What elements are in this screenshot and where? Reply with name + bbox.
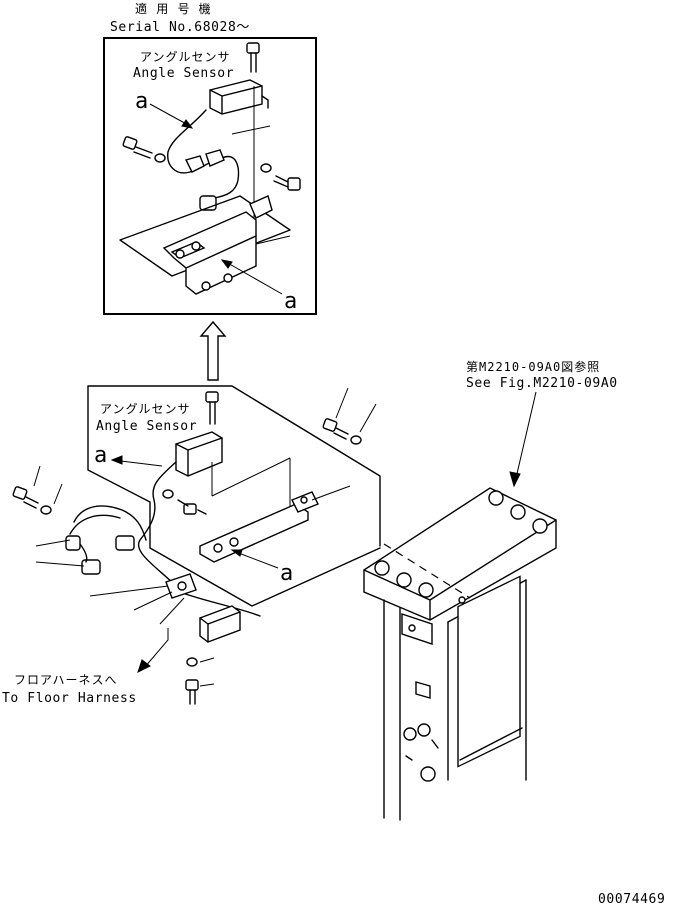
main-top-bolt xyxy=(205,391,219,425)
detail-top-bolt xyxy=(246,42,260,73)
detail-callout-a-upper: a xyxy=(135,89,148,114)
detail-sensor-label-jp: アングルセンサ xyxy=(140,50,231,64)
applicable-serial-number: Serial No.68028～ xyxy=(110,20,250,35)
main-bracket xyxy=(199,491,319,563)
main-sensor-cable xyxy=(137,461,177,587)
detail-angle-sensor xyxy=(209,79,269,115)
reference-label-jp: 第M2210-09A0図参照 xyxy=(466,359,600,374)
detail-sensor-label-en: Angle Sensor xyxy=(133,66,234,81)
detail-leader-a-lower xyxy=(225,261,283,295)
detail-sensor-cable xyxy=(167,109,240,199)
harness-bolt xyxy=(185,657,199,705)
detail-connector xyxy=(184,149,225,211)
main-clamp xyxy=(165,573,197,599)
detail-view-frame xyxy=(103,37,317,315)
main-callout-a-lower: a xyxy=(280,561,293,586)
detail-leader-a-upper xyxy=(149,103,191,127)
console-top-plate xyxy=(363,487,557,621)
harness-label-jp: フロアハーネスへ xyxy=(14,673,118,687)
reference-leader xyxy=(515,391,537,479)
detail-left-bolt xyxy=(122,136,166,163)
harness-connector xyxy=(199,605,241,643)
reference-label-en: See Fig.M2210-09A0 xyxy=(466,376,618,391)
main-leader-a-lower xyxy=(235,551,279,569)
console-dashed-edge xyxy=(383,543,471,599)
console-panel xyxy=(457,575,521,768)
detail-view: アングルセンサ Angle Sensor a xyxy=(103,37,317,315)
main-callout-a-left: a xyxy=(94,443,107,468)
applicable-serial-jp: 適 用 号 機 xyxy=(135,1,212,16)
harness-label-en: To Floor Harness xyxy=(2,691,137,706)
main-connector xyxy=(65,535,135,575)
console-column xyxy=(363,487,557,821)
detail-callout-a-lower: a xyxy=(284,289,297,314)
harness-leader xyxy=(143,628,169,669)
main-upper-right-bolt xyxy=(322,418,362,445)
drawing-number: 00074469 xyxy=(598,892,665,907)
main-view: アングルセンサ Angle Sensor a xyxy=(2,385,381,706)
main-left-bolt xyxy=(12,486,52,515)
detail-bracket xyxy=(162,195,273,295)
detail-right-bolt xyxy=(260,163,301,191)
main-sensor-label-jp: アングルセンサ xyxy=(100,402,191,416)
detail-mounting-plate xyxy=(119,195,291,277)
main-middle-bolt xyxy=(162,489,207,515)
view-direction-arrow xyxy=(199,320,227,381)
main-sensor-label-en: Angle Sensor xyxy=(96,419,197,434)
main-angle-sensor xyxy=(175,431,223,477)
